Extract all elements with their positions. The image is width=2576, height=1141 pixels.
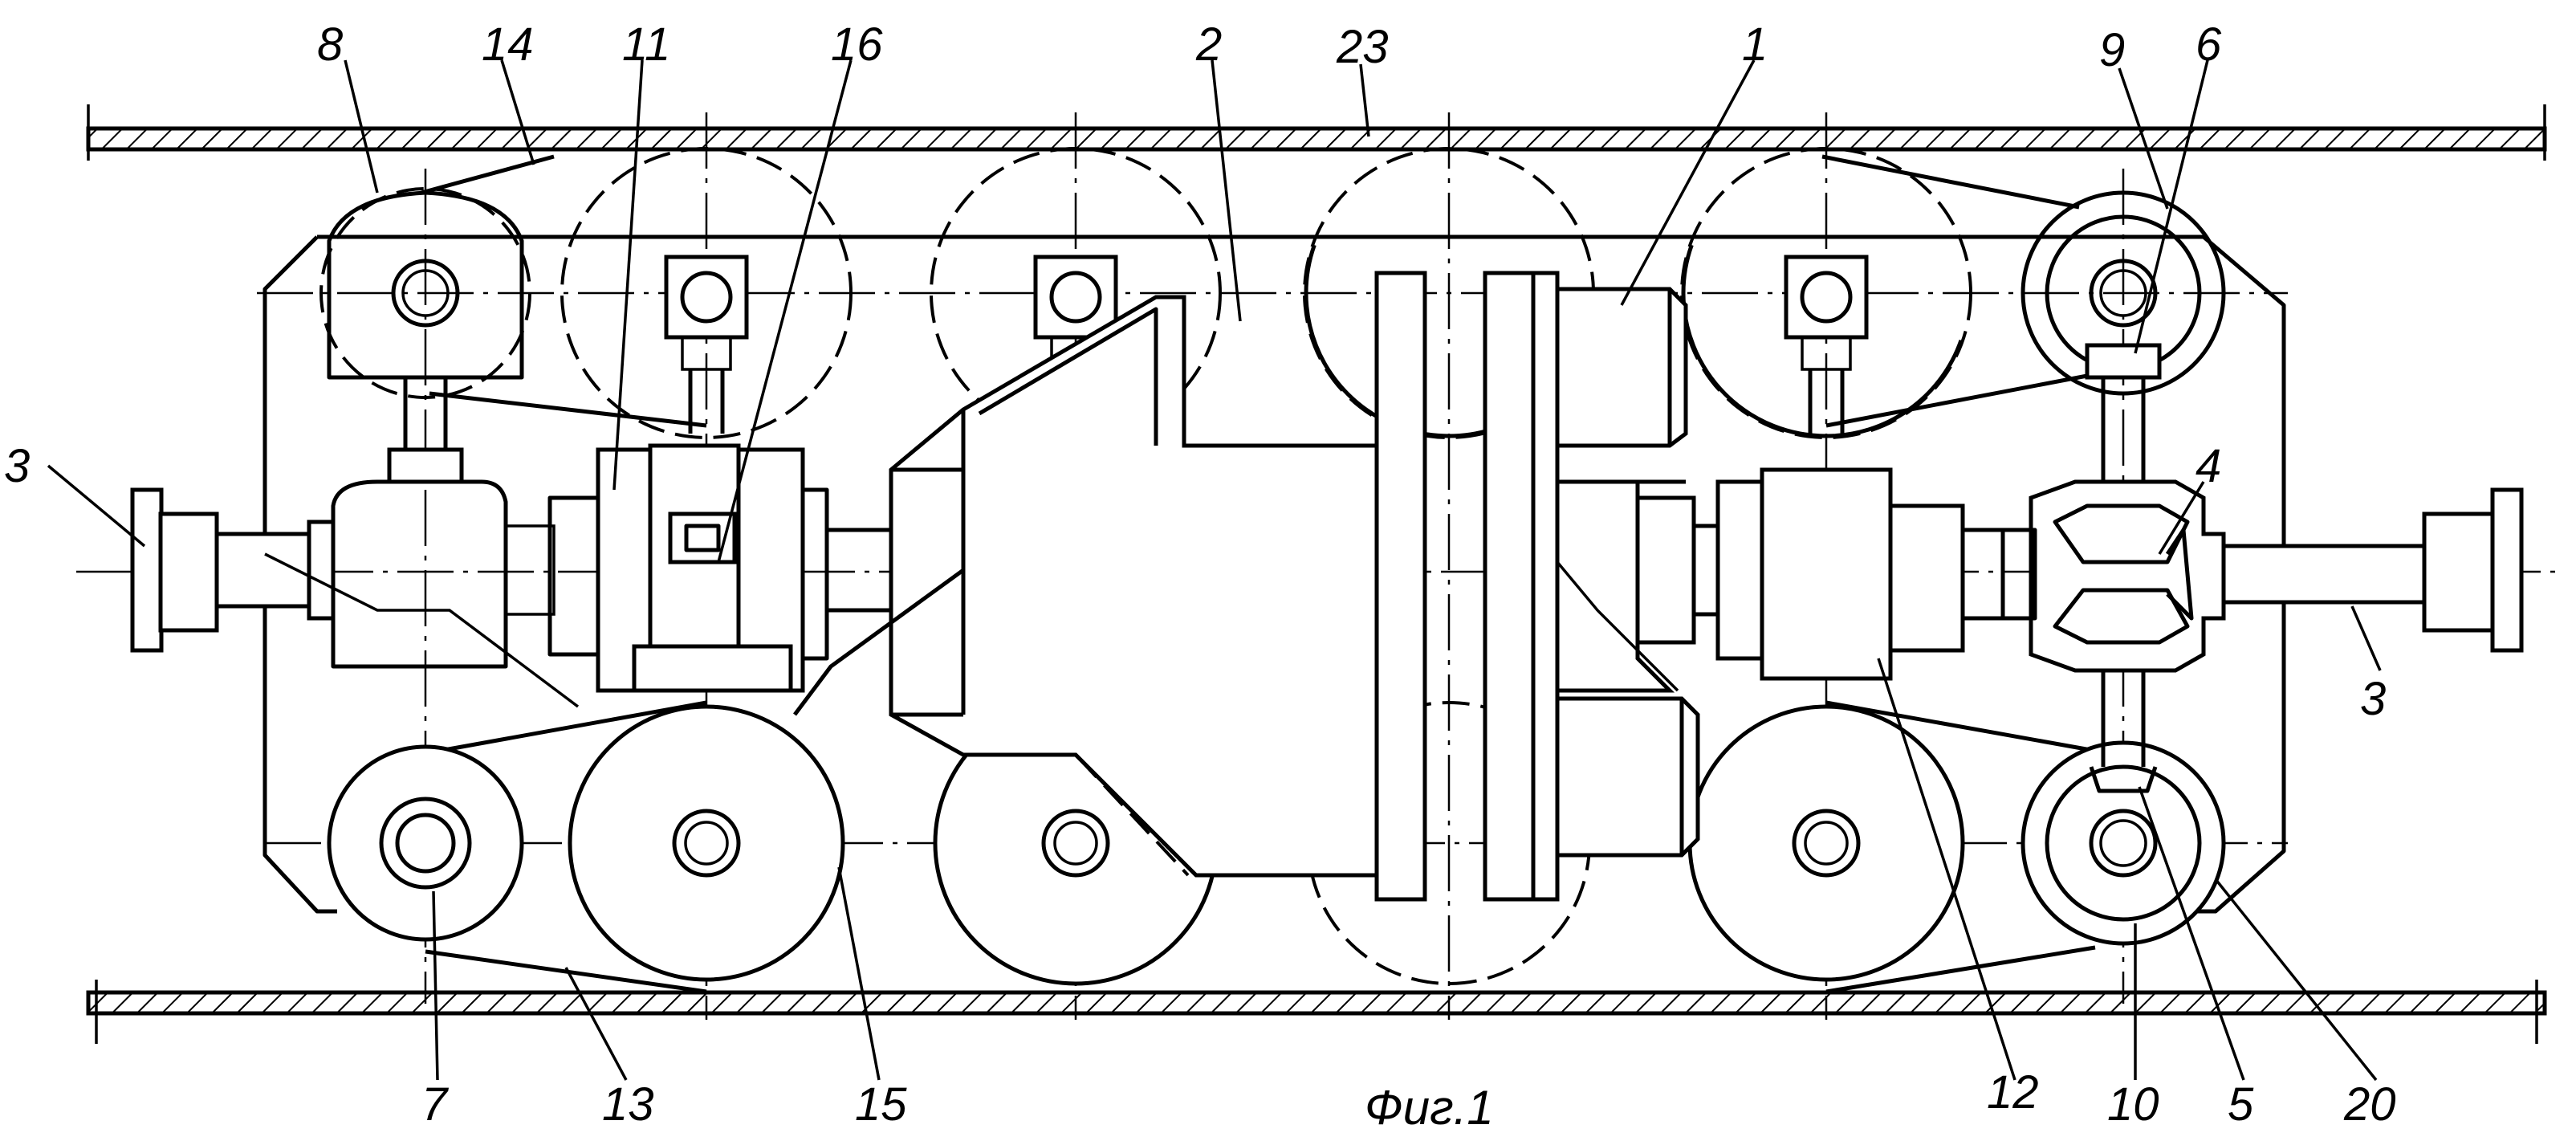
part-1 [1557,289,1686,482]
callout-12: 12 [1987,1066,2039,1119]
callout-11: 11 [622,18,670,71]
callout-9: 9 [2099,24,2125,76]
callout-6: 6 [2196,18,2222,71]
callout-20: 20 [2343,1078,2396,1131]
callout-15: 15 [855,1078,907,1131]
callout-3-right: 3 [2360,673,2386,725]
lower-motor-housing [1557,699,1698,855]
flange-plates [1377,273,1557,899]
callout-8: 8 [317,18,343,71]
callout-4: 4 [2196,440,2221,492]
pipe-wall-bottom [88,980,2545,1044]
callout-3-left: 3 [4,440,30,492]
callout-5: 5 [2228,1078,2254,1131]
callout-23: 23 [1336,21,1389,73]
bevel-gear-housing [2003,345,2224,791]
callout-2: 2 [1195,18,1222,71]
callout-7: 7 [421,1078,450,1131]
callout-10: 10 [2107,1078,2159,1131]
figure-caption: Фиг.1 [1365,1081,1494,1135]
pipe-wall-top [88,104,2545,161]
coupling-12 [1557,470,2003,691]
callout-16: 16 [831,18,883,71]
callout-14: 14 [482,18,534,71]
callout-1: 1 [1742,18,1768,71]
pulley-7 [329,747,522,939]
callout-13: 13 [602,1078,654,1131]
pulley-10 [2023,743,2224,943]
